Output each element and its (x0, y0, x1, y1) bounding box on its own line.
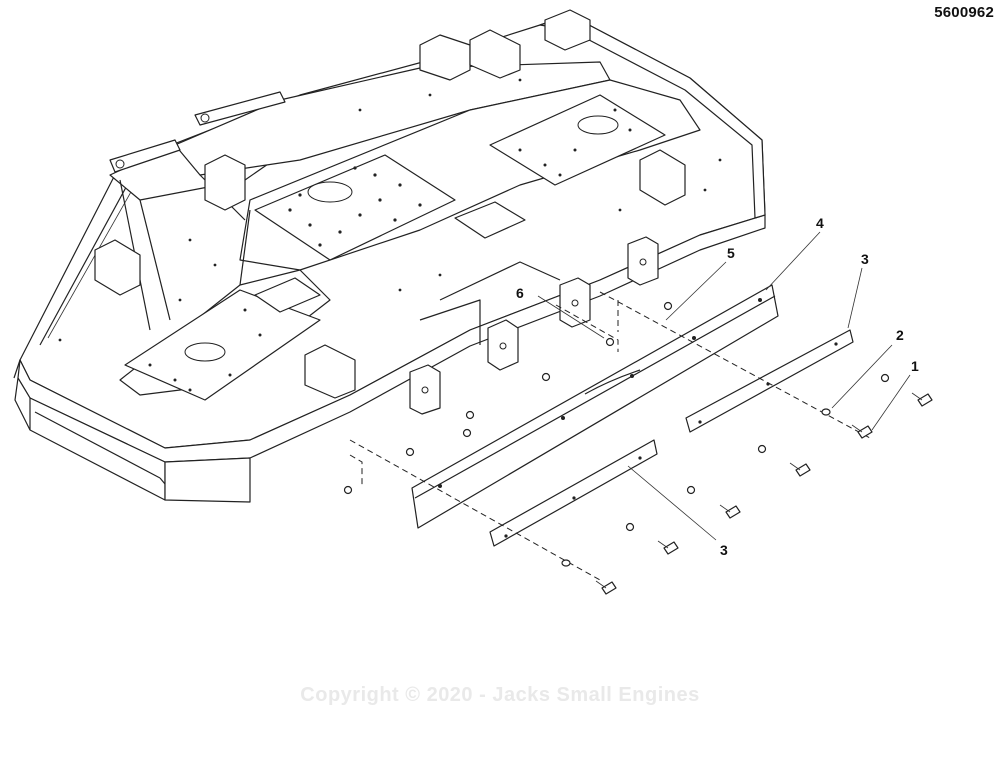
mower-deck (13, 9, 766, 503)
callout-6: 6 (516, 285, 524, 301)
leader-lines (537, 231, 911, 541)
left-spindle-plate (124, 289, 321, 401)
baffle-plate (411, 284, 779, 529)
callout-3-upper: 3 (861, 251, 869, 267)
center-spindle-plate (254, 154, 456, 261)
callout-4: 4 (816, 215, 824, 231)
callout-2: 2 (896, 327, 904, 343)
hardware-nuts (343, 301, 890, 532)
callout-1: 1 (911, 358, 919, 374)
right-spindle-plate (489, 94, 666, 186)
copyright-watermark: Copyright © 2020 - Jacks Small Engines (300, 684, 700, 706)
hardware-washers (561, 408, 831, 567)
callout-3-lower: 3 (720, 542, 728, 558)
hardware-bolts (595, 392, 933, 595)
callouts: 1 2 3 3 4 5 6 (516, 215, 919, 558)
wear-strip-upper (685, 329, 854, 433)
callout-5: 5 (727, 245, 735, 261)
drawing-number: 5600962 (934, 4, 994, 21)
wear-strip-lower (489, 439, 658, 547)
